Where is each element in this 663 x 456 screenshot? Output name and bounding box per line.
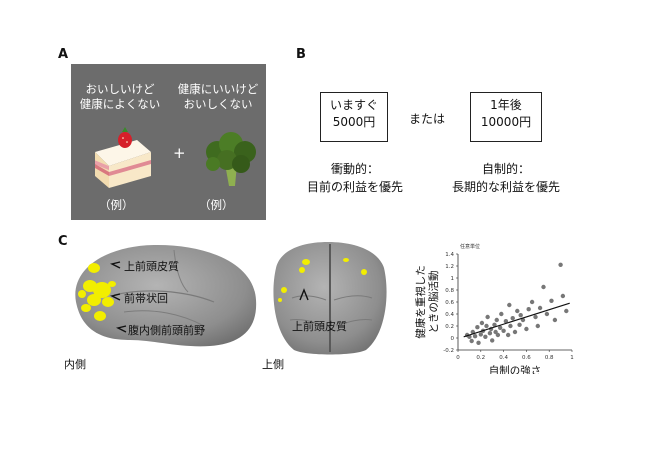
top-view-label: 上側 (262, 358, 284, 371)
data-point (524, 326, 529, 332)
x-tick-label: 0.4 (499, 355, 508, 361)
data-point (529, 299, 535, 305)
impulsive-label: 衝動的： (330, 162, 379, 176)
data-point (484, 323, 489, 329)
option-left-box: いますぐ 5000円 (320, 92, 388, 142)
selfcontrol-desc: 長期的な利益を優先 (451, 180, 560, 194)
data-point (505, 332, 511, 338)
right-caption-line2: おいしくない (183, 97, 253, 111)
data-point (510, 316, 515, 321)
y-tick-label: 0.8 (445, 288, 454, 294)
data-point (490, 338, 495, 343)
data-point (483, 334, 488, 339)
data-point (494, 317, 499, 323)
chart-annotation: 任意単位 (460, 243, 480, 250)
y-tick-label: -0.2 (443, 348, 454, 354)
data-point (479, 320, 485, 326)
option-right-line2: 10000円 (480, 115, 532, 129)
top-brain-image (273, 242, 387, 355)
x-tick-label: 1 (570, 355, 574, 361)
left-caption-line1: おいしいけど (85, 82, 155, 96)
y-tick-label: 0 (451, 336, 455, 342)
data-point (485, 314, 490, 320)
medial-label-acc: 前帯状回 (124, 292, 168, 305)
y-tick-label: 1.2 (445, 264, 454, 270)
data-point (493, 329, 498, 335)
panel-c-label: C (58, 234, 68, 249)
data-point (526, 307, 531, 312)
x-tick-label: 0 (456, 355, 460, 361)
example-left: （例） (99, 198, 134, 212)
data-point (558, 262, 563, 267)
x-axis-label: 自制の強さ (489, 364, 542, 374)
panel-b-label: B (296, 47, 306, 62)
data-point (518, 313, 523, 318)
data-point (487, 331, 493, 336)
top-label-sfc: 上前頭皮質 (292, 320, 347, 333)
data-point (537, 305, 543, 311)
y-tick-label: 1.4 (445, 252, 454, 258)
y-tick-label: 0.6 (445, 300, 454, 306)
medial-label-vmpfc: 腹内側前頭前野 (128, 324, 205, 337)
y-tick-label: 0.4 (445, 312, 454, 318)
y-tick-label: 1 (451, 276, 455, 282)
option-right-box: 1年後 10000円 (470, 92, 542, 142)
left-caption: おいしいけど 健康によくない (79, 82, 161, 112)
data-point (507, 302, 512, 308)
data-point (515, 308, 520, 314)
data-point (499, 311, 504, 317)
fit-line (463, 302, 570, 338)
data-point (560, 293, 566, 299)
y-tick-label: 0.2 (445, 324, 454, 330)
data-point (564, 308, 569, 314)
data-point (517, 322, 522, 327)
data-point (533, 314, 538, 320)
data-point (549, 298, 554, 303)
data-point (535, 323, 540, 329)
medial-label-sfc: 上前頭皮質 (124, 260, 179, 273)
data-point (508, 323, 513, 329)
data-point (501, 328, 506, 333)
data-point (492, 322, 497, 327)
option-left-line1: いますぐ (329, 98, 378, 112)
y-axis-label: ときの脳活動 (427, 271, 440, 334)
x-tick-label: 0.2 (476, 355, 485, 361)
data-point (541, 284, 546, 290)
data-point (497, 325, 503, 330)
x-tick-label: 0.8 (545, 355, 554, 361)
data-point (476, 340, 481, 345)
medial-brain-image (75, 244, 257, 347)
panel-a-label: A (58, 47, 69, 62)
data-point (472, 334, 478, 339)
example-right: （例） (199, 198, 234, 212)
data-point (495, 332, 501, 338)
plus-sign: + (173, 144, 186, 162)
right-caption-line1: 健康にいいけど (177, 82, 259, 96)
panel-a: おいしいけど 健康によくない 健康にいいけど おいしくない + （例） （例） (71, 64, 266, 220)
data-point (544, 311, 550, 317)
selfcontrol-label: 自制的： (481, 162, 530, 176)
broccoli-image (206, 132, 256, 186)
cake-image (95, 127, 151, 188)
left-caption-line2: 健康によくない (79, 97, 161, 111)
right-caption: 健康にいいけど おいしくない (175, 82, 261, 112)
data-point (552, 317, 558, 323)
or-text: または (409, 112, 446, 126)
data-point (469, 338, 474, 344)
x-tick-label: 0.6 (522, 355, 531, 361)
data-point (503, 319, 509, 324)
data-point (475, 325, 480, 330)
option-right-line1: 1年後 (490, 98, 522, 112)
option-left-line2: 5000円 (332, 115, 376, 129)
impulsive-desc: 目前の利益を優先 (306, 180, 403, 194)
medial-view-label: 内側 (64, 358, 86, 371)
y-axis-label: 健康を重視した (414, 265, 427, 339)
data-point (512, 329, 518, 335)
data-point (478, 332, 483, 337)
